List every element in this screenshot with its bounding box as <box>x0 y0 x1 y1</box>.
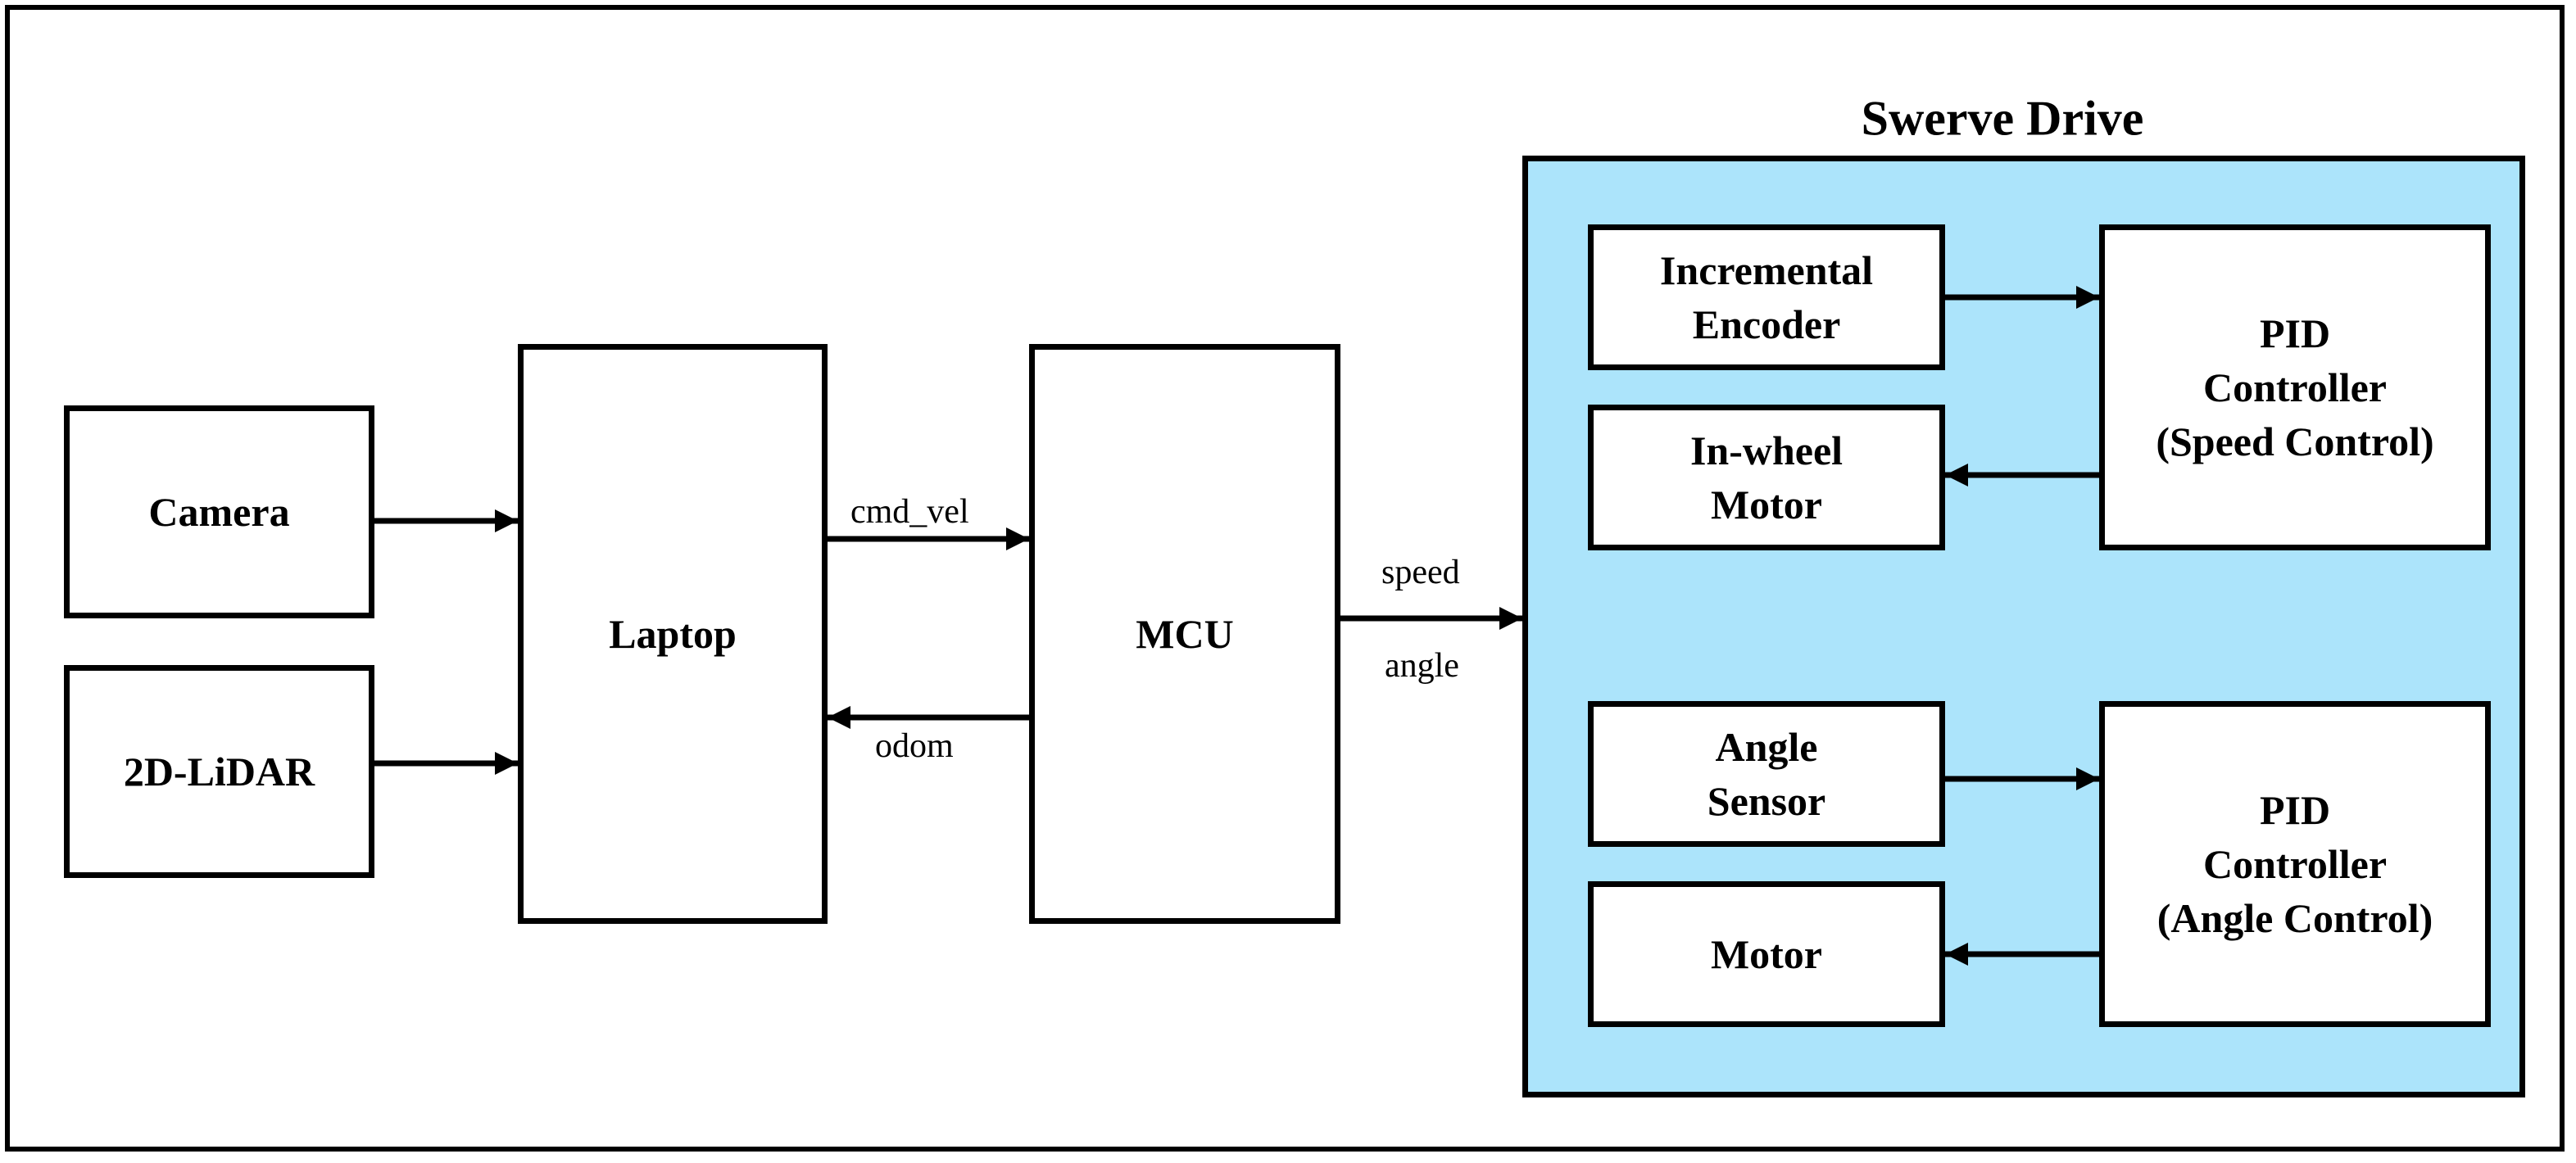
mcu-node: MCU <box>1029 344 1340 924</box>
camera-node: Camera <box>64 405 374 618</box>
pid-speed-label: PID Controller (Speed Control) <box>2156 310 2434 464</box>
incremental-encoder-node: Incremental Encoder <box>1588 224 1945 370</box>
laptop-node: Laptop <box>518 344 828 924</box>
outer-frame <box>5 5 2565 1152</box>
mcu-label: MCU <box>1136 611 1234 657</box>
lidar-label: 2D-LiDAR <box>123 749 315 794</box>
in-wheel-motor-label: In-wheel Motor <box>1689 428 1844 527</box>
speed-label: speed <box>1381 554 1460 591</box>
angle-label: angle <box>1385 647 1459 685</box>
pid-speed-node: PID Controller (Speed Control) <box>2099 224 2491 550</box>
angle-sensor-label: Angle Sensor <box>1707 724 1826 824</box>
motor-label: Motor <box>1710 931 1823 977</box>
in-wheel-motor-node: In-wheel Motor <box>1588 405 1945 550</box>
swerve-drive-title: Swerve Drive <box>1861 91 2144 146</box>
incremental-encoder-label: Incremental Encoder <box>1659 247 1874 347</box>
motor-node: Motor <box>1588 881 1945 1027</box>
pid-angle-node: PID Controller (Angle Control) <box>2099 701 2491 1027</box>
lidar-node: 2D-LiDAR <box>64 665 374 878</box>
angle-sensor-node: Angle Sensor <box>1588 701 1945 847</box>
laptop-label: Laptop <box>609 611 737 657</box>
cmd-vel-label: cmd_vel <box>850 493 969 531</box>
pid-angle-label: PID Controller (Angle Control) <box>2156 787 2433 941</box>
odom-label: odom <box>875 727 954 765</box>
camera-label: Camera <box>148 489 290 535</box>
